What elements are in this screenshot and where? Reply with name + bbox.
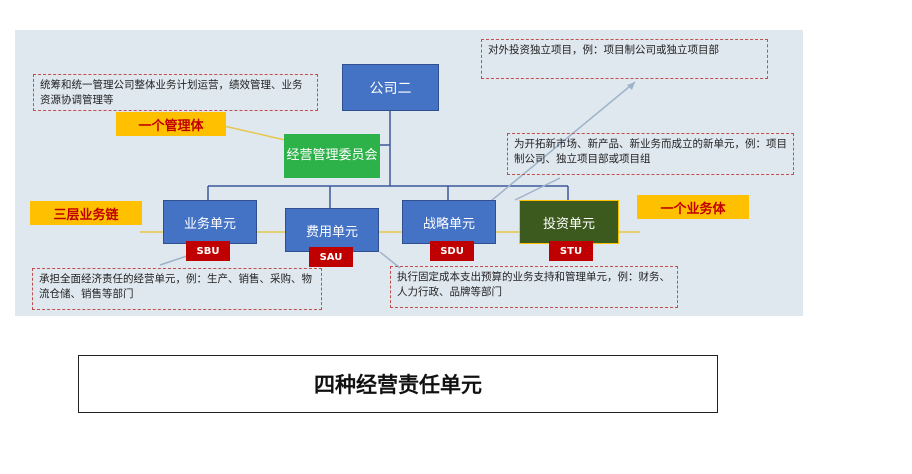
diagram-caption: 四种经营责任单元	[78, 355, 718, 413]
unit-business: 业务单元	[163, 200, 257, 244]
tag-sbu: SBU	[186, 241, 230, 261]
callout-business-body: 一个业务体	[637, 195, 749, 219]
unit-investment: 投资单元	[519, 200, 619, 244]
note-investment: 对外投资独立项目，例：项目制公司或独立项目部	[481, 39, 768, 79]
note-expense: 执行固定成本支出预算的业务支持和管理单元，例：财务、人力行政、品牌等部门	[390, 266, 678, 308]
tag-sau: SAU	[309, 247, 353, 267]
callout-management-body: 一个管理体	[116, 112, 226, 136]
callout-three-layer-chain: 三层业务链	[30, 201, 142, 225]
unit-strategy: 战略单元	[402, 200, 496, 244]
unit-expense: 费用单元	[285, 208, 379, 252]
tag-sdu: SDU	[430, 241, 474, 261]
note-business: 承担全面经济责任的经营单元，例：生产、销售、采购、物流仓储、销售等部门	[32, 268, 322, 310]
tag-stu: STU	[549, 241, 593, 261]
committee-node: 经营管理委员会	[284, 134, 380, 178]
company-node: 公司二	[342, 64, 439, 111]
note-committee: 统筹和统一管理公司整体业务计划运营，绩效管理、业务资源协调管理等	[33, 74, 318, 111]
note-strategy: 为开拓新市场、新产品、新业务而成立的新单元，例：项目制公司、独立项目部或项目组	[507, 133, 794, 175]
